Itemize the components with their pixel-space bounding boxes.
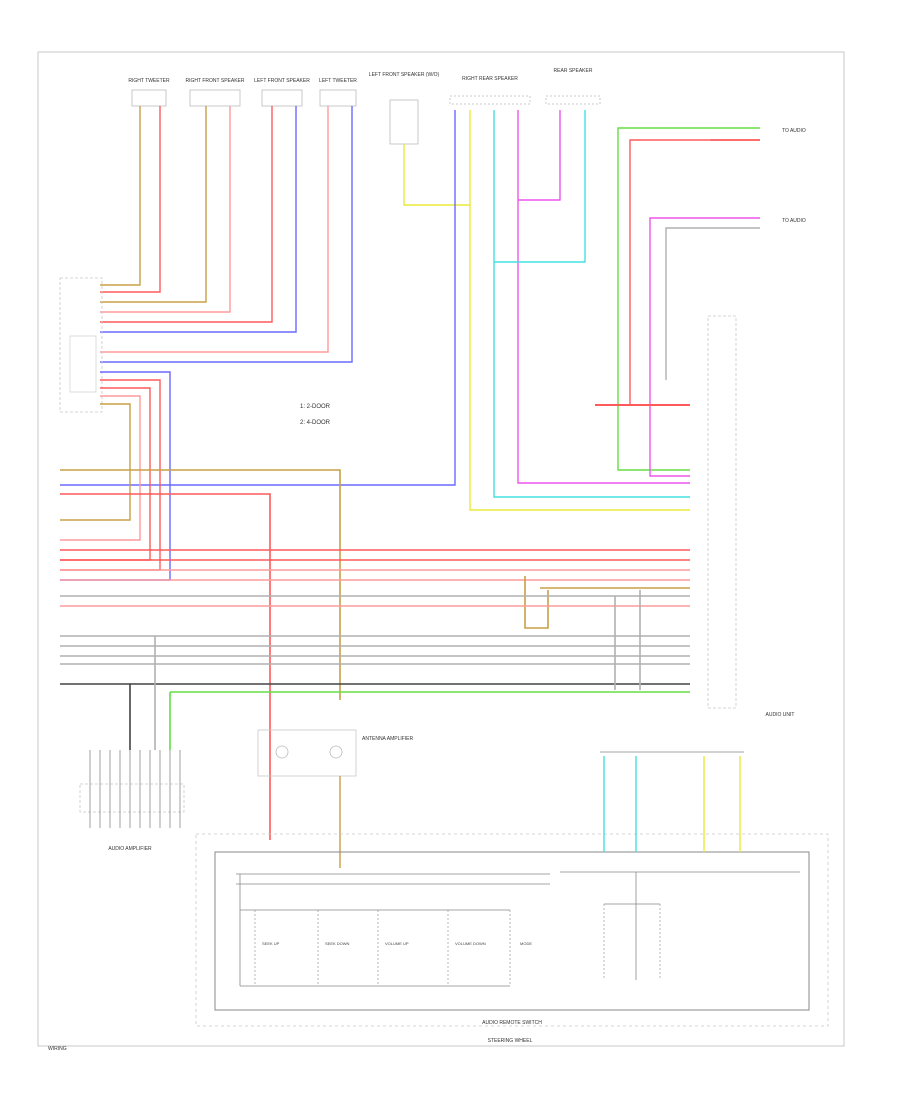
steering-harness-wires [600,751,744,852]
switch-label: VOLUME DOWN [455,941,486,946]
speaker-label: RIGHT TWEETER [128,78,170,84]
speaker-rear: REAR SPEAKER [545,68,601,105]
speaker-label: RIGHT REAR SPEAKER [462,76,518,82]
right-label-top1: TO AUDIO [782,128,806,134]
steering-switch-box: SEEK UP SEEK DOWN VOLUME UP VOLUME DOWN … [195,833,829,1044]
speaker-right-tweeter: RIGHT TWEETER [128,78,170,107]
speaker-label: LEFT FRONT SPEAKER [254,78,310,84]
audio-unit-label: AUDIO UNIT [766,712,795,718]
left-bundle-wires [60,371,171,581]
switch-label: SEEK DOWN [325,941,350,946]
radio-switches-label: AUDIO REMOTE SWITCH [482,1020,542,1026]
antenna-amplifier: ANTENNA AMPLIFIER [257,729,414,777]
left-connector [59,277,103,413]
diagram-frame [37,51,845,1047]
audio-amplifier-block: AUDIO AMPLIFIER [79,750,185,852]
note-2: 2: 4-DOOR [300,420,331,426]
speaker-left-tweeter: LEFT TWEETER [319,78,357,107]
speaker-left-front-wo: LEFT FRONT SPEAKER (W/O) [369,72,440,145]
speaker-wires [60,106,690,511]
footer-code: WIRING [48,1046,67,1052]
amplifier-label: AUDIO AMPLIFIER [108,846,152,852]
note-1: 1: 2-DOOR [300,404,331,410]
switch-label: MODE [520,941,532,946]
audio-unit-connector: AUDIO UNIT [707,315,795,718]
speaker-label: RIGHT FRONT SPEAKER [186,78,245,84]
steering-label: STEERING WHEEL [488,1038,533,1044]
speaker-left-front: LEFT FRONT SPEAKER [254,78,310,107]
speaker-label: REAR SPEAKER [554,68,593,74]
upper-right-wires [595,127,760,477]
switch-label: SEEK UP [262,941,280,946]
speaker-label: LEFT FRONT SPEAKER (W/O) [369,72,440,78]
antenna-label: ANTENNA AMPLIFIER [362,736,414,742]
main-harness [60,469,690,840]
switch-label: VOLUME UP [385,941,409,946]
speaker-right-rear: RIGHT REAR SPEAKER [449,76,531,105]
speaker-label: LEFT TWEETER [319,78,357,84]
speaker-right-front: RIGHT FRONT SPEAKER [186,78,245,107]
right-label-top2: TO AUDIO [782,218,806,224]
